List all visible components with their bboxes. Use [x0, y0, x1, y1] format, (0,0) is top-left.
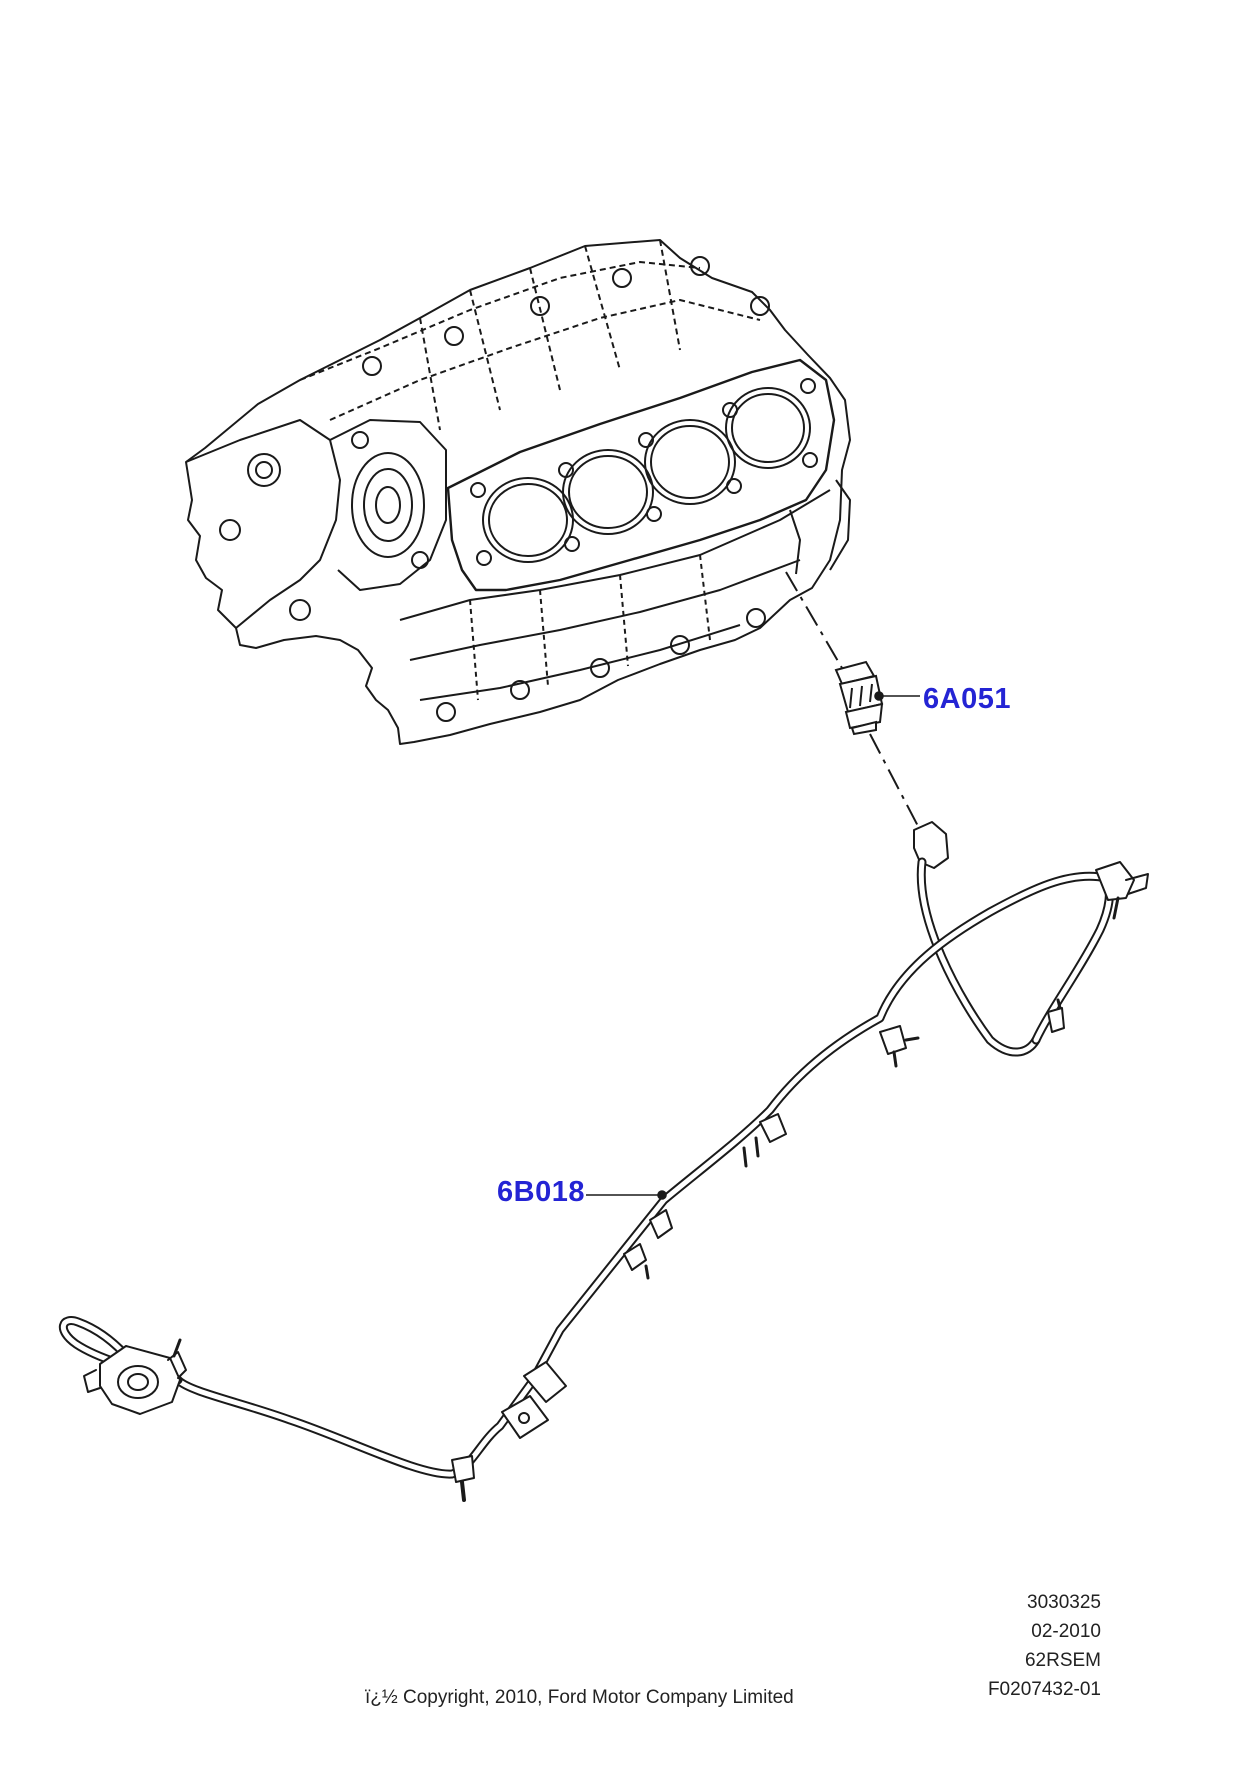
copyright-notice: ï¿½ Copyright, 2010, Ford Motor Company …: [365, 1687, 794, 1708]
figure-id: F0207432-01: [987, 1679, 1101, 1700]
engine-block: [185, 239, 851, 745]
drawing-reference-block: 3030325 02-2010 62RSEM F0207432-01: [988, 1588, 1101, 1704]
model-code: 62RSEM: [1024, 1650, 1101, 1671]
revision-date: 02-2010: [1031, 1621, 1101, 1642]
callout-leaders: [586, 691, 920, 1200]
part-label-6a051[interactable]: 6A051: [923, 683, 1011, 715]
oil-pressure-sensor-6a051: [785, 571, 921, 831]
illustration-number: 3030325: [1027, 1592, 1101, 1613]
part-label-6b018[interactable]: 6B018: [497, 1176, 585, 1208]
oil-tube-assembly-6b018: [59, 821, 1149, 1502]
